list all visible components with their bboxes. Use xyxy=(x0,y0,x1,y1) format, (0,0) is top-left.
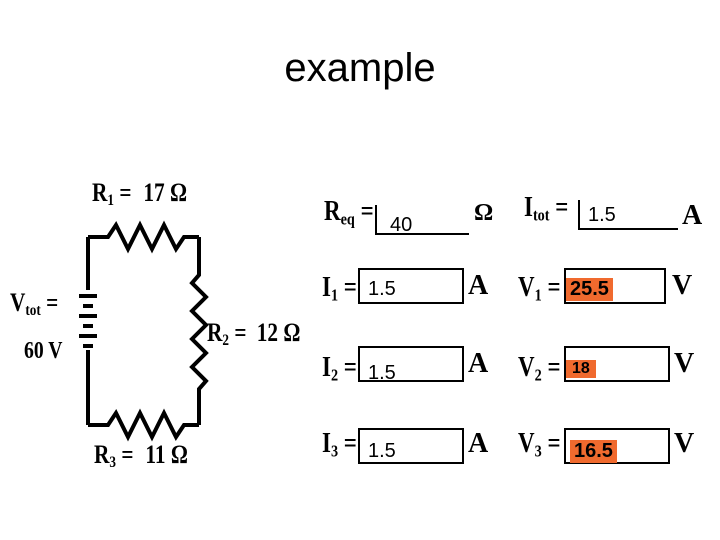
r3-label: R3 = 11 Ω xyxy=(94,440,188,472)
i1-answer-box xyxy=(358,268,464,304)
v3-unit: V xyxy=(674,428,695,459)
r2-resistor xyxy=(189,237,209,425)
i3-unit: A xyxy=(468,428,489,459)
v1-unit: V xyxy=(672,270,693,301)
req-label: Req = xyxy=(324,196,374,229)
v1-value: 25.5 xyxy=(566,278,613,301)
i3-label: I3 = xyxy=(322,428,357,461)
itot-value: 1.5 xyxy=(588,204,616,226)
v3-answer-box xyxy=(564,428,670,464)
i1-label: I1 = xyxy=(322,272,357,305)
v2-answer-box xyxy=(564,346,670,382)
i2-label: I2 = xyxy=(322,352,357,385)
v1-label: V1 = xyxy=(518,272,561,305)
i2-answer-box xyxy=(358,346,464,382)
i3-value: 1.5 xyxy=(368,440,396,462)
i3-answer-box xyxy=(358,428,464,464)
req-value: 40 xyxy=(390,214,413,236)
v1-answer-box xyxy=(564,268,666,304)
req-unit: Ω xyxy=(474,200,494,226)
vtot-label: Vtot = xyxy=(10,288,59,320)
i2-value: 1.5 xyxy=(368,362,396,384)
i2-unit: A xyxy=(468,348,489,379)
r1-label: R1 = 17 Ω xyxy=(92,178,188,210)
v3-value: 16.5 xyxy=(570,440,617,463)
r3-resistor xyxy=(88,408,199,442)
v3-label: V3 = xyxy=(518,428,561,461)
battery-symbol xyxy=(79,294,97,348)
i1-value: 1.5 xyxy=(368,278,396,300)
v2-value: 18 xyxy=(566,360,596,378)
v2-unit: V xyxy=(674,348,695,379)
itot-label: Itot = xyxy=(524,192,569,225)
itot-unit: A xyxy=(682,200,703,231)
r2-label: R2 = 12 Ω xyxy=(207,318,301,350)
page-title: example xyxy=(284,46,436,90)
v2-label: V2 = xyxy=(518,352,561,385)
i1-unit: A xyxy=(468,270,489,301)
req-answer-box xyxy=(375,205,469,235)
vtot-value: 60 V xyxy=(24,338,63,364)
r1-resistor xyxy=(88,220,199,254)
itot-answer-box xyxy=(578,200,678,230)
